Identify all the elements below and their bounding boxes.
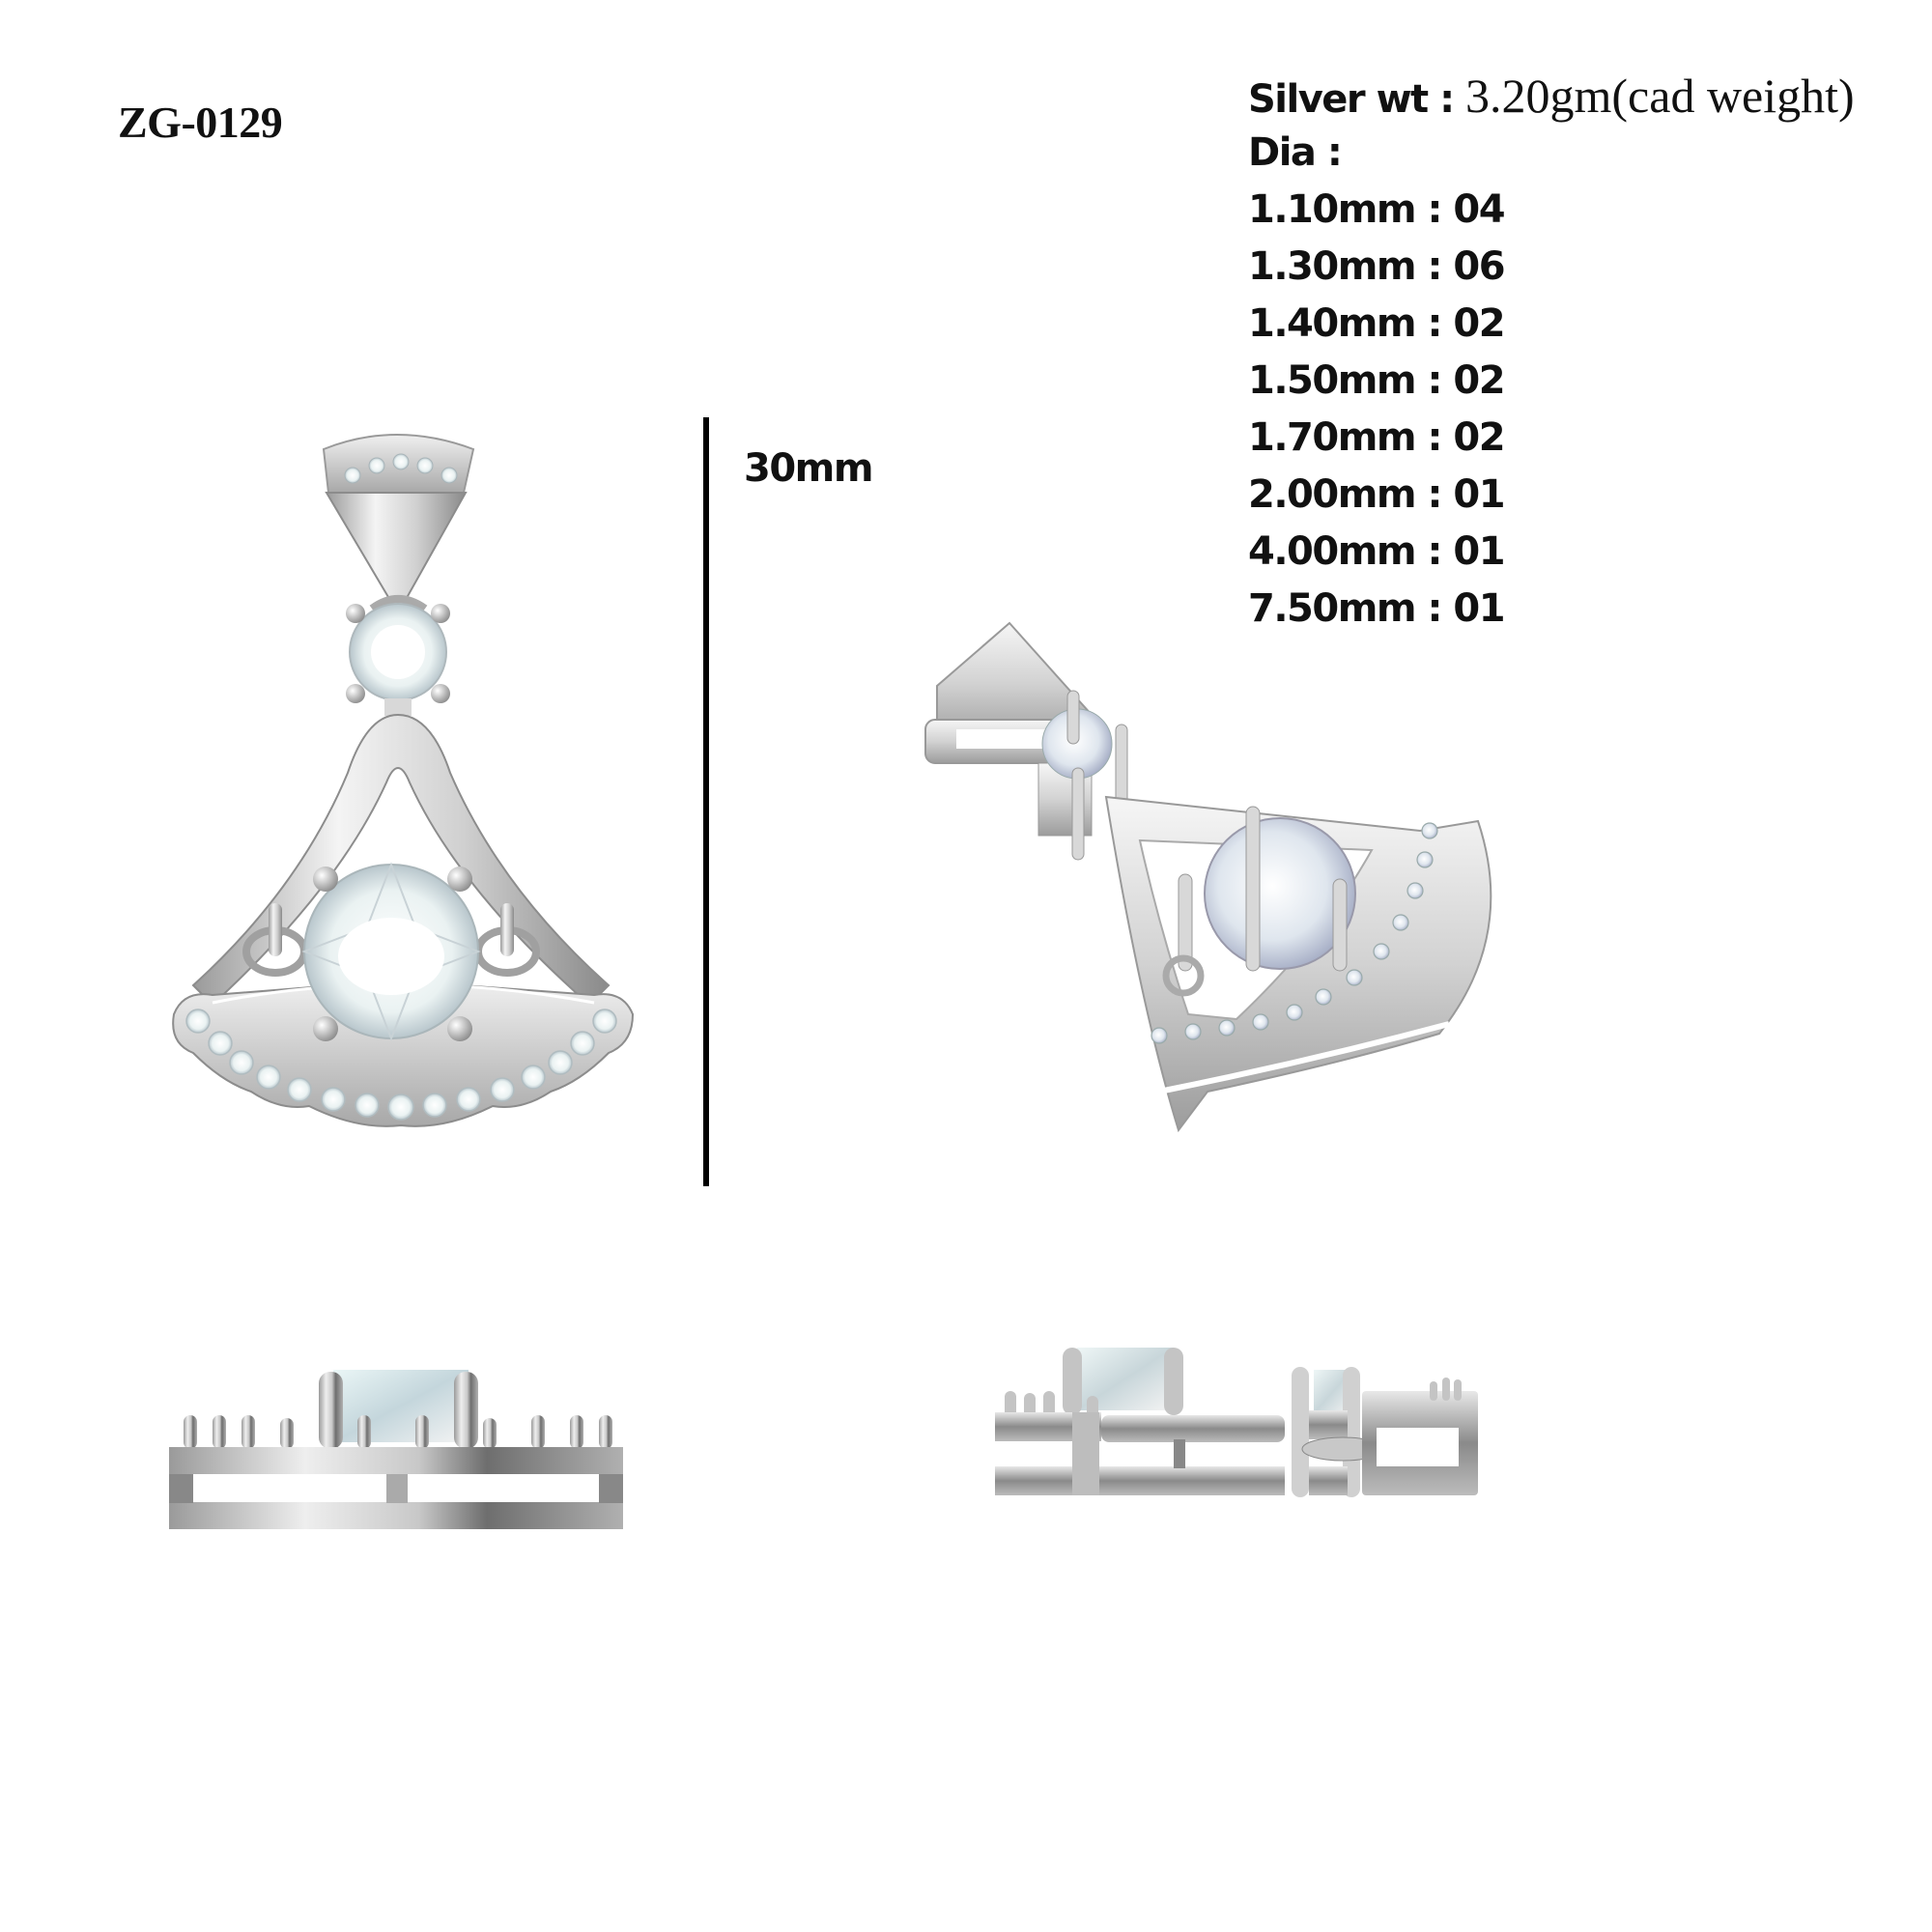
product-code: ZG-0129 xyxy=(118,98,283,147)
center-stone-setting xyxy=(242,862,540,1041)
diamond-row: 2.00mm : 01 xyxy=(1248,472,1506,517)
silver-weight-label: Silver wt : xyxy=(1248,77,1466,122)
diamond-row: 1.30mm : 06 xyxy=(1248,244,1506,289)
pendant-front-view xyxy=(155,425,696,1198)
diamond-row: 7.50mm : 01 xyxy=(1248,586,1506,631)
diamond-row: 4.00mm : 01 xyxy=(1248,529,1506,574)
height-dimension-label: 30mm xyxy=(744,446,874,491)
diamond-row: 1.50mm : 02 xyxy=(1248,358,1506,403)
pave-stones xyxy=(185,1009,617,1121)
silver-weight-row: Silver wt : 3.20gm(cad weight) xyxy=(1248,68,1855,125)
center-stone-setting xyxy=(1162,806,1356,997)
diamond-row: 1.70mm : 02 xyxy=(1248,415,1506,460)
accent-stone-setting xyxy=(346,595,450,703)
pendant-side-view-bottom xyxy=(164,1362,667,1536)
bail xyxy=(322,434,475,616)
pave-stones xyxy=(1151,822,1438,1044)
diamond-row: 1.10mm : 04 xyxy=(1248,187,1506,232)
pendant-perspective-view xyxy=(918,618,1594,1159)
silver-weight-value: 3.20gm(cad weight) xyxy=(1465,69,1855,123)
diamond-row: 1.40mm : 02 xyxy=(1248,301,1506,346)
pendant-side-view-lateral xyxy=(990,1343,1782,1507)
bail xyxy=(924,621,1094,764)
specifications-panel: Silver wt : 3.20gm(cad weight) Dia : 1.1… xyxy=(1248,68,1855,638)
height-dimension-line xyxy=(703,417,709,1186)
diamond-heading: Dia : xyxy=(1248,130,1343,175)
